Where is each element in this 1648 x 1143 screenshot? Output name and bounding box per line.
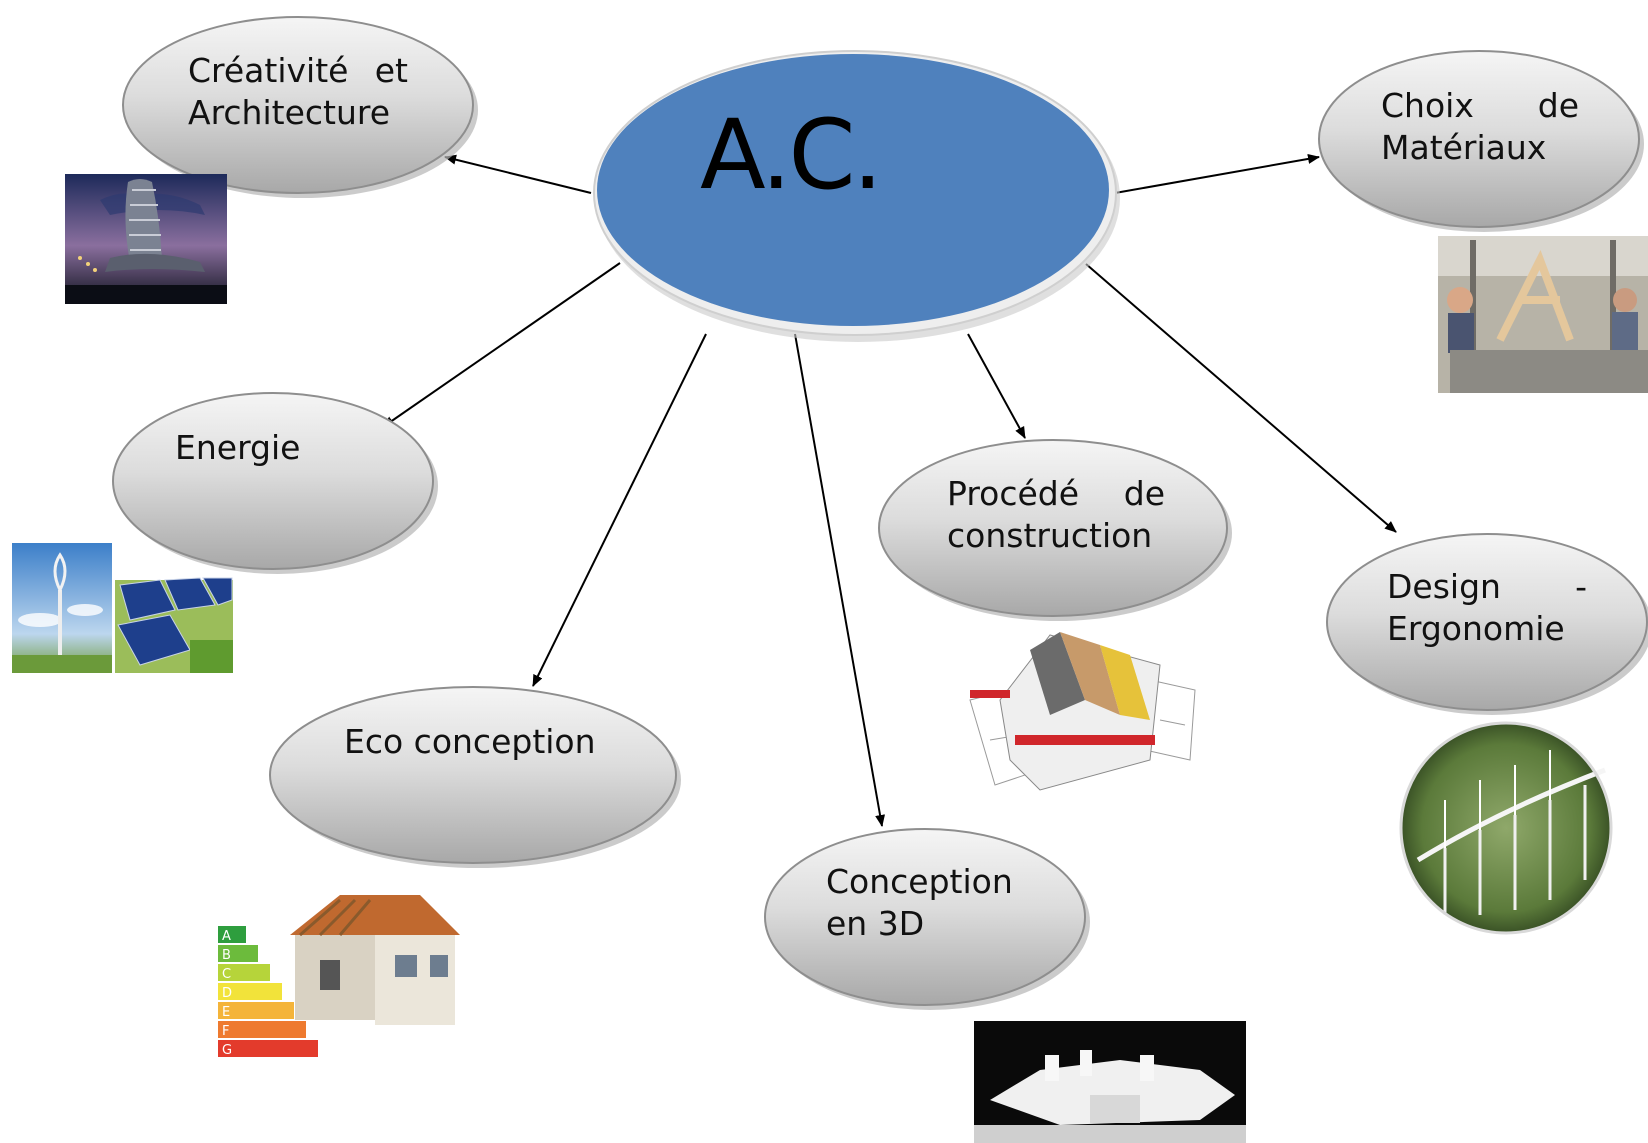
energy-scale-bars <box>218 926 318 1057</box>
arrows <box>382 153 1397 827</box>
svg-text:F: F <box>222 1024 229 1039</box>
node-energie <box>112 392 438 574</box>
viaduct-photo <box>1399 721 1613 935</box>
tower-photo <box>65 174 227 304</box>
arrow-to-conception3d <box>794 333 886 827</box>
svg-text:D: D <box>222 986 232 1001</box>
arrow-to-energie <box>382 262 621 428</box>
node-energie-line1: Energie <box>175 428 301 467</box>
center-label: A.C. <box>700 99 883 211</box>
arrow-to-eco <box>532 333 707 687</box>
construction-house-photo <box>963 627 1199 807</box>
svg-text:G: G <box>222 1043 232 1058</box>
arrow-to-procede <box>967 333 1026 439</box>
eco-house-photo: A B C D E F G <box>218 895 460 1058</box>
node-choix-label: Choix de Matériaux <box>1381 85 1579 169</box>
node-creativite <box>122 16 478 198</box>
node-conception3d-line1: Conception <box>826 862 1013 901</box>
node-choix-line2: Matériaux <box>1381 128 1547 167</box>
node-conception3d-label: Conception en 3D <box>826 861 1046 945</box>
arrow-to-creativite <box>444 154 592 194</box>
node-conception3d-line2: en 3D <box>826 904 925 943</box>
node-design-line1: Design - <box>1387 567 1587 606</box>
node-creativite-line1: Créativité et <box>188 51 408 90</box>
node-eco-label: Eco conception <box>344 721 644 763</box>
svg-text:A: A <box>222 929 231 944</box>
center-node <box>593 50 1120 342</box>
wind-turbine-photo <box>12 543 112 673</box>
node-design-line2: Ergonomie <box>1387 609 1565 648</box>
node-procede-line2: construction <box>947 516 1153 555</box>
node-creativite-line2: Architecture <box>188 93 391 132</box>
node-eco-line1: Eco conception <box>344 722 596 761</box>
materials-lab-photo <box>1438 236 1648 393</box>
node-design-label: Design - Ergonomie <box>1387 566 1587 650</box>
satellite-nodes <box>112 16 1648 1010</box>
node-conception3d <box>764 828 1090 1010</box>
energy-scale-letters: A B C D E F G <box>222 929 232 1058</box>
arrow-to-design <box>1085 263 1397 533</box>
svg-text:C: C <box>222 967 231 982</box>
arrow-to-choix <box>1114 153 1320 194</box>
node-procede-label: Procédé de construction <box>947 473 1165 557</box>
node-design <box>1326 533 1648 715</box>
node-eco <box>269 686 681 868</box>
node-choix-line1: Choix de <box>1381 86 1579 125</box>
node-choix <box>1318 50 1644 232</box>
node-procede-line1: Procédé de <box>947 474 1165 513</box>
node-procede <box>878 439 1232 621</box>
solar-panels-photo <box>115 577 233 673</box>
node-creativite-label: Créativité et Architecture <box>188 50 408 134</box>
svg-text:E: E <box>222 1005 230 1020</box>
architectural-model-photo <box>974 1021 1246 1143</box>
svg-text:B: B <box>222 948 231 963</box>
node-energie-label: Energie <box>175 427 375 469</box>
